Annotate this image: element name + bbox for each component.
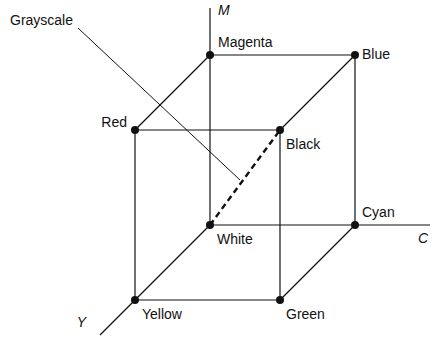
vertex-dot	[351, 51, 359, 59]
y-axis	[100, 225, 210, 335]
cube-edge	[210, 54, 355, 55]
cube-edge	[134, 130, 135, 300]
axis-label: M	[218, 2, 230, 18]
cube-edge	[280, 225, 355, 300]
vertex-dot	[131, 126, 139, 134]
m-axis	[209, 8, 210, 225]
vertex-label: Magenta	[218, 34, 272, 50]
vertex-dot	[206, 221, 214, 229]
vertex-label: White	[217, 231, 253, 247]
axis-label: Y	[77, 314, 86, 330]
cube-edge	[135, 299, 280, 300]
axis-label: C	[418, 230, 428, 246]
vertex-dot	[276, 126, 284, 134]
vertex-dot	[206, 51, 214, 59]
c-axis	[210, 224, 430, 225]
vertex-label: Red	[101, 114, 127, 130]
leader-line	[78, 28, 240, 180]
cube-edge	[135, 129, 280, 130]
cube-edge	[279, 130, 280, 300]
vertex-dot	[131, 296, 139, 304]
vertex-dot	[276, 296, 284, 304]
vertex-label: Yellow	[142, 306, 182, 322]
cube-edge	[354, 55, 355, 225]
grayscale-diagonal	[210, 130, 280, 225]
vertex-dot	[351, 221, 359, 229]
vertex-label: Cyan	[362, 204, 395, 220]
callout-label: Grayscale	[10, 12, 73, 28]
vertex-label: Green	[286, 306, 325, 322]
cube-edge	[280, 55, 355, 130]
vertex-label: Black	[286, 136, 320, 152]
vertex-label: Blue	[362, 46, 390, 62]
